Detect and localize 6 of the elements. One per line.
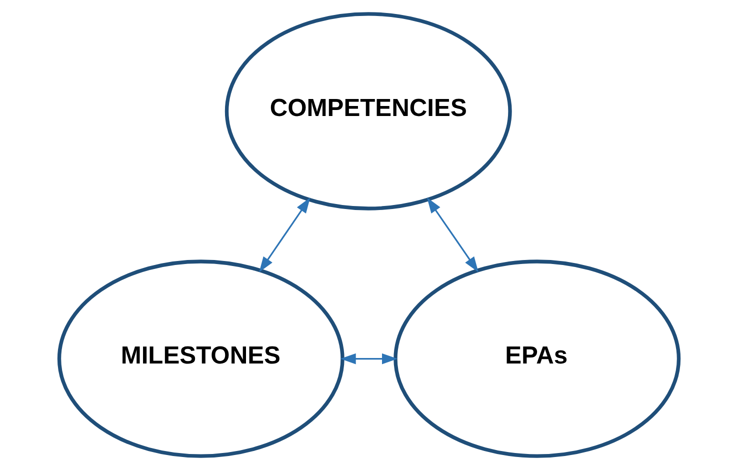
- arrow: [259, 197, 310, 272]
- node-ellipse: COMPETENCIES: [224, 12, 512, 210]
- arrow: [426, 197, 478, 272]
- node-ellipse: MILESTONES: [57, 259, 344, 458]
- node-ellipse: EPAs: [394, 259, 681, 458]
- arrow: [340, 352, 398, 364]
